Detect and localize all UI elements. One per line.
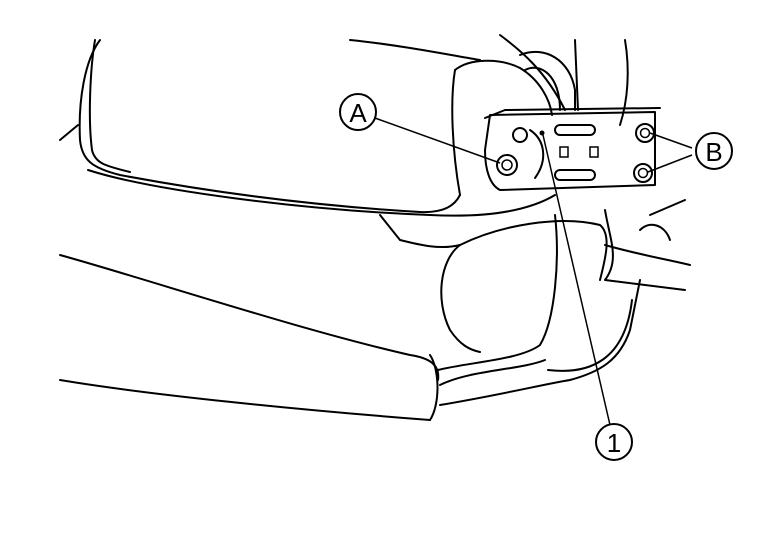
bolt-b-upper [635,123,655,143]
bracket-plate [484,107,661,191]
mirror-body [59,34,629,217]
callout-a: A [339,93,377,131]
bolt-b-lower [633,163,653,183]
callout-b-label: B [705,137,722,167]
leader-lines [374,117,693,426]
callout-a-label: A [349,98,367,128]
bolt-a [496,154,518,176]
callout-1: 1 [595,423,633,461]
door-panel [59,199,691,421]
callout-b: B [695,132,733,170]
callout-1-label: 1 [607,428,621,458]
